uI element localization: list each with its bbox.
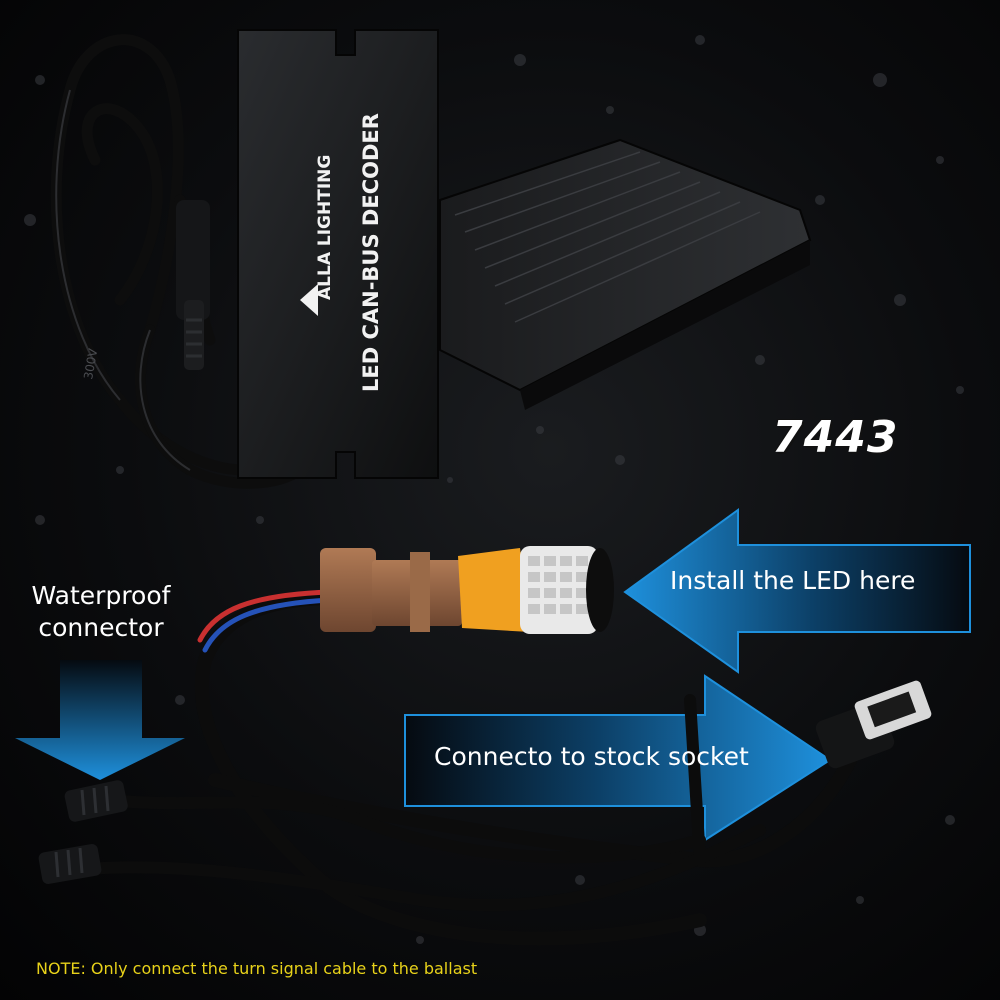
water-droplets (24, 35, 964, 944)
connect-callout: Connecto to stock socket (434, 742, 749, 771)
logo-mark-icon (300, 284, 318, 316)
cable-print: 300V (81, 347, 100, 381)
waterproof-line2: connector (38, 613, 164, 642)
decoder-label: LED CAN-BUS DECODER ALLA LIGHTING (300, 113, 383, 392)
waterproof-line1: Waterproof (31, 581, 171, 610)
waterproof-connectors (38, 780, 128, 885)
waterproof-callout: Waterproof connector (20, 580, 182, 644)
arrow-down-icon (15, 660, 185, 780)
arrow-left-icon (623, 508, 971, 674)
decoder-title: LED CAN-BUS DECODER (359, 113, 383, 392)
harness-wires (69, 589, 857, 946)
coiled-cable-highlight (55, 89, 191, 471)
brand-logo: ALLA LIGHTING (315, 155, 335, 300)
model-number: 7443 (772, 412, 899, 463)
decoder-box (237, 29, 439, 479)
led-bulb-assembly (320, 546, 614, 634)
stock-socket-plug (815, 680, 932, 769)
install-callout: Install the LED here (670, 566, 916, 595)
ballast-heatsink (439, 138, 812, 410)
arrow-right-icon (404, 674, 832, 842)
coil-connector (176, 200, 210, 370)
note-text: NOTE: Only connect the turn signal cable… (36, 959, 478, 978)
